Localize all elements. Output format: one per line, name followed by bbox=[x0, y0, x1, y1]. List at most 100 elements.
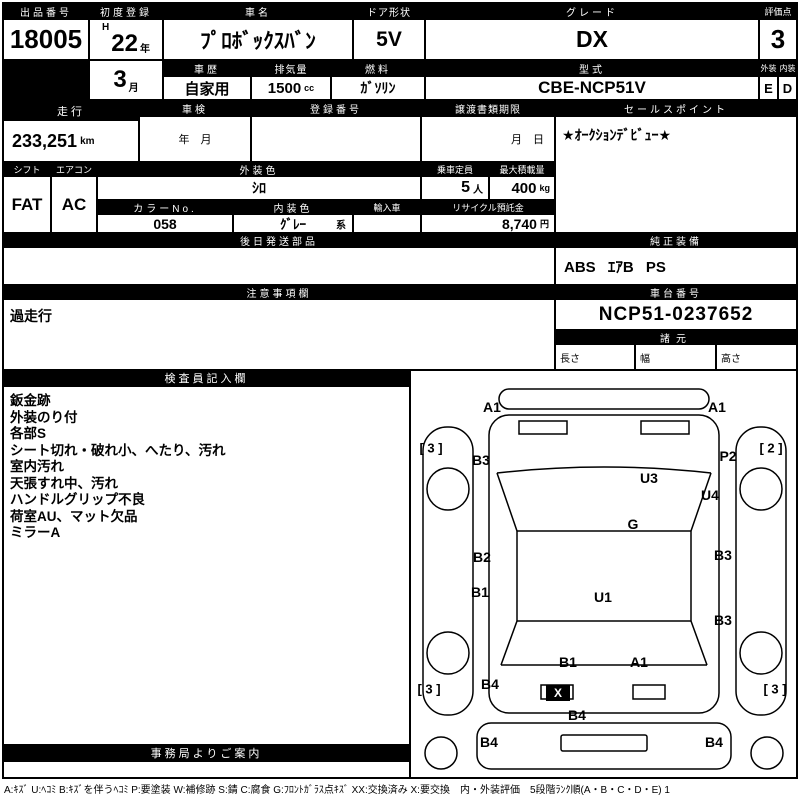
inspector-header: 検査員記入欄 bbox=[3, 370, 410, 386]
body-top-view-shape bbox=[488, 414, 720, 714]
cowl-line bbox=[496, 466, 712, 474]
interior-color: ｸﾞﾚｰ bbox=[280, 217, 306, 232]
grade-value: DX bbox=[425, 19, 759, 60]
registration-number-value bbox=[251, 116, 421, 162]
rear-view-shape bbox=[476, 722, 732, 770]
import-car-cell bbox=[353, 214, 421, 233]
transfer-deadline-cell: 月 日 bbox=[421, 116, 555, 162]
first-reg-year: 22 bbox=[111, 30, 138, 57]
tire-tread-depth-label: [ 3 ] bbox=[763, 681, 787, 697]
fuel-header: 燃料 bbox=[331, 60, 425, 76]
capacity-header: 乗車定員 bbox=[421, 162, 489, 176]
interior-color-header: 内装色 bbox=[233, 200, 353, 214]
fuel-value: ｶﾞｿﾘﾝ bbox=[331, 76, 425, 100]
damage-code-label: G bbox=[627, 516, 639, 532]
front-bumper-shape bbox=[498, 388, 710, 410]
damage-code-label: U3 bbox=[640, 470, 658, 486]
shift-value: FAT bbox=[11, 194, 43, 214]
era-letter: H bbox=[102, 22, 110, 33]
interior-grade: D bbox=[782, 80, 793, 96]
damage-code-label: B3 bbox=[714, 547, 732, 563]
history-value: 自家用 bbox=[163, 76, 251, 100]
notes-cell: 過走行 bbox=[3, 299, 555, 370]
equipment-header: 純正装備 bbox=[555, 233, 797, 247]
exterior-color-header: 外装色 bbox=[97, 162, 421, 176]
displacement-value: 1500 cc bbox=[251, 76, 331, 100]
sales-point-cell: ★ｵｰｸｼｮﾝﾃﾞﾋﾞｭｰ★ bbox=[555, 116, 797, 233]
notes-text: 過走行 bbox=[10, 308, 52, 324]
lot-filler-black bbox=[3, 60, 89, 100]
sales-point-header: セールスポイント bbox=[555, 100, 797, 116]
damage-code-label: B3 bbox=[472, 452, 490, 468]
recycle-deposit-cell: 8,740 円 bbox=[421, 214, 555, 233]
model-code: CBE-NCP51V bbox=[538, 78, 646, 97]
damage-code-label: A1 bbox=[483, 399, 501, 415]
max-load-header: 最大積載量 bbox=[489, 162, 555, 176]
rear-gate-shape bbox=[560, 734, 648, 752]
max-load-value: 400 bbox=[511, 179, 537, 197]
dimension-length-cell: 長さ bbox=[555, 344, 635, 370]
replace-required-mark: X bbox=[545, 685, 571, 701]
mileage-value: 233,251 bbox=[12, 130, 78, 151]
inspector-comment-line: 室内汚れ bbox=[10, 459, 64, 474]
inspector-comment-line: 鈑金跡 bbox=[10, 393, 51, 408]
interior-color-cell: ｸﾞﾚｰ 系 bbox=[233, 214, 353, 233]
displacement: 1500 bbox=[267, 79, 302, 97]
capacity-cell: 5 人 bbox=[421, 176, 489, 200]
height-label: 高さ bbox=[721, 353, 741, 365]
displacement-header: 排気量 bbox=[251, 60, 331, 76]
dimension-width-cell: 幅 bbox=[635, 344, 716, 370]
rear-window-left-line bbox=[500, 620, 518, 666]
aircon-value: AC bbox=[61, 194, 87, 214]
color-no-cell: 058 bbox=[97, 214, 233, 233]
damage-code-label: B4 bbox=[480, 734, 498, 750]
grade-header: グレード bbox=[425, 3, 759, 19]
interior-grade-value: D bbox=[778, 76, 797, 100]
lot-number: 18005 bbox=[9, 24, 83, 54]
windshield-left-line bbox=[496, 472, 518, 532]
registration-number-header: 登録番号 bbox=[251, 100, 421, 116]
first-reg-year-cell: H 22 年 bbox=[89, 19, 163, 60]
door-shape-header: ドア形状 bbox=[353, 3, 425, 19]
tail-lamp-right-shape bbox=[632, 684, 666, 700]
score-header: 評価点 bbox=[759, 3, 797, 19]
model-code-value: CBE-NCP51V bbox=[425, 76, 759, 100]
inspector-comment-line: 各部S bbox=[10, 426, 47, 441]
damage-code-label: B4 bbox=[568, 707, 586, 723]
tire-tread-depth-label: [ 3 ] bbox=[417, 681, 441, 697]
capacity-value: 5 bbox=[461, 179, 470, 196]
first-reg-header: 初度登録 bbox=[89, 3, 163, 19]
damage-code-label: A1 bbox=[630, 654, 648, 670]
capacity-unit: 人 bbox=[473, 184, 483, 196]
later-parts-header: 後日発送部品 bbox=[3, 233, 555, 247]
shift-value-cell: FAT bbox=[3, 176, 51, 233]
interior-color-suffix: 系 bbox=[336, 220, 346, 231]
aircon-value-cell: AC bbox=[51, 176, 97, 233]
exterior-color-cell: ｼﾛ bbox=[97, 176, 421, 200]
mileage-unit: km bbox=[80, 135, 95, 147]
damage-code-label: B3 bbox=[714, 612, 732, 628]
first-reg-year-unit: 年 bbox=[139, 44, 150, 55]
notes-header: 注意事項欄 bbox=[3, 285, 555, 299]
headlight-left-shape bbox=[518, 420, 568, 435]
vehicle-outline-diagram bbox=[422, 388, 787, 770]
chassis-number-cell: NCP51-0237652 bbox=[555, 299, 797, 330]
chassis-number: NCP51-0237652 bbox=[598, 303, 754, 325]
exterior-grade-header: 外装 bbox=[759, 60, 778, 76]
right-side-panel-shape bbox=[735, 426, 787, 716]
chassis-number-header: 車台番号 bbox=[555, 285, 797, 299]
car-name: ﾌﾟﾛﾎﾞｯｸｽﾊﾞﾝ bbox=[200, 29, 316, 53]
recycle-deposit-header: リサイクル預託金 bbox=[421, 200, 555, 214]
damage-code-label: U1 bbox=[594, 589, 612, 605]
inspector-comment-line: シート切れ・破れ小、へたり、汚れ bbox=[10, 442, 226, 458]
dimension-height-cell: 高さ bbox=[716, 344, 797, 370]
damage-code-label: P2 bbox=[719, 448, 737, 464]
exterior-color: ｼﾛ bbox=[252, 180, 266, 196]
exterior-grade: E bbox=[764, 80, 773, 96]
interior-grade-header: 内装 bbox=[778, 60, 797, 76]
